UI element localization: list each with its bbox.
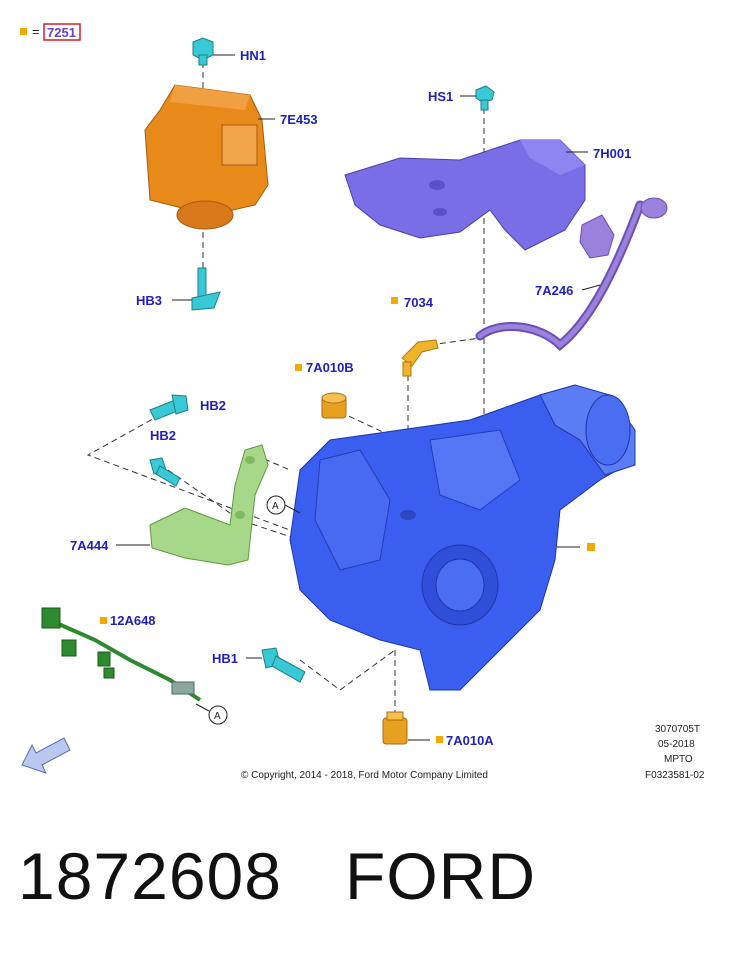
marker-12a648 xyxy=(100,617,107,624)
bracket-7a444 xyxy=(149,444,269,566)
parts-diagram: = 7251 xyxy=(20,23,705,781)
stud-hb3 xyxy=(191,267,221,311)
ref-2: 05-2018 xyxy=(658,739,695,750)
legend-equals: = xyxy=(32,24,40,39)
svg-text:A: A xyxy=(214,711,221,722)
marker-case xyxy=(587,543,595,551)
label-hb3: HB3 xyxy=(136,293,162,308)
callout-a-top: A xyxy=(266,495,301,515)
label-12a648: 12A648 xyxy=(110,613,156,628)
marker-7a010b xyxy=(295,364,302,371)
bolt-hb2-bottom xyxy=(149,457,181,487)
label-7a246: 7A246 xyxy=(535,283,573,298)
callout-a-bottom: A xyxy=(195,703,228,725)
label-7a010a: 7A010A xyxy=(446,733,494,748)
label-7e453: 7E453 xyxy=(280,112,318,127)
direction-arrow-icon xyxy=(21,737,71,774)
bolt-hb2-top xyxy=(149,394,189,421)
label-hb1: HB1 xyxy=(212,651,238,666)
ref-4: F0323581-02 xyxy=(645,770,705,781)
bolt-hs1 xyxy=(475,85,495,111)
label-hn1: HN1 xyxy=(240,48,266,63)
legend-marker xyxy=(20,28,27,35)
legend-code-box xyxy=(43,23,81,41)
label-7h001: 7H001 xyxy=(593,146,631,161)
label-hb2-bottom: HB2 xyxy=(150,428,176,443)
breather-tube-7a246 xyxy=(475,197,668,352)
marker-7034 xyxy=(391,297,398,304)
heat-shield-7h001 xyxy=(344,139,586,251)
ref-3: MPTO xyxy=(664,754,693,765)
plug-7a010b xyxy=(321,392,347,419)
brand-name: FORD xyxy=(345,839,536,913)
label-7a010b: 7A010B xyxy=(306,360,354,375)
plug-7a010a xyxy=(382,711,408,745)
ref-1: 3070705T xyxy=(655,724,700,735)
wiring-harness-12a648 xyxy=(41,607,202,702)
label-7034: 7034 xyxy=(404,295,434,310)
label-hs1: HS1 xyxy=(428,89,453,104)
bolt-hn1 xyxy=(192,37,214,66)
transfer-case xyxy=(289,384,636,691)
part-number: 1872608 xyxy=(18,839,282,913)
marker-7a010a xyxy=(436,736,443,743)
module-7e453 xyxy=(144,84,269,230)
fitting-7034 xyxy=(401,339,439,377)
bolt-hb1 xyxy=(261,647,306,683)
label-7a444: 7A444 xyxy=(70,538,109,553)
legend-code: 7251 xyxy=(47,25,76,40)
svg-text:A: A xyxy=(272,501,279,512)
copyright-text: © Copyright, 2014 - 2018, Ford Motor Com… xyxy=(241,770,488,781)
leader-lines xyxy=(116,54,601,741)
label-hb2-top: HB2 xyxy=(200,398,226,413)
